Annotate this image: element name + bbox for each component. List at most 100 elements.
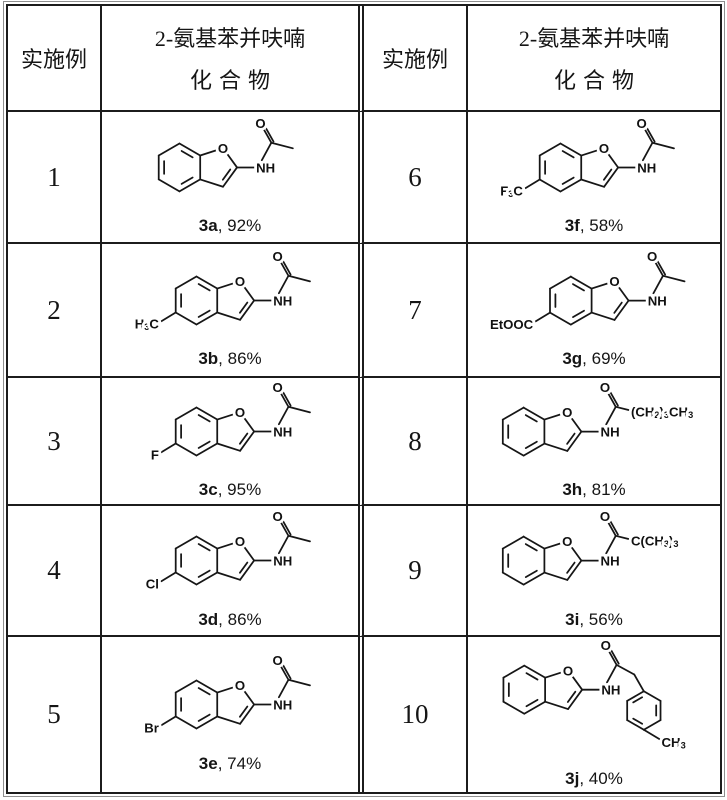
- header-example-label: 实施例: [20, 47, 87, 72]
- compound-label: 3f, 58%: [565, 216, 624, 236]
- compound-id: 3d: [198, 609, 219, 629]
- example-number: 6: [408, 161, 422, 192]
- compound-label: 3d, 86%: [198, 610, 261, 630]
- compound-label: 3j, 40%: [565, 769, 623, 789]
- svg-text:H3C: H3C: [135, 316, 160, 332]
- svg-text:O: O: [601, 640, 611, 652]
- compound-id: 3c: [198, 480, 218, 500]
- example-number: 3: [47, 425, 61, 456]
- header-compound-line2: 化合物: [189, 67, 277, 93]
- example-number-cell: 2: [8, 244, 102, 378]
- svg-text:EtOOC: EtOOC: [490, 316, 534, 331]
- compound-id: 3a: [198, 216, 218, 236]
- svg-text:F3C: F3C: [500, 183, 523, 199]
- svg-text:O: O: [637, 118, 647, 130]
- svg-text:(CH2)3CH3: (CH2)3CH3: [631, 404, 693, 420]
- header-example-label: 实施例: [381, 47, 448, 72]
- compound-cell: CH3 O NH O 3j, 40%: [468, 637, 720, 792]
- svg-text:O: O: [217, 140, 227, 155]
- header-compound-right: 2-氨基苯并呋喃 化合物: [468, 6, 720, 112]
- svg-text:NH: NH: [601, 682, 620, 697]
- svg-text:O: O: [647, 251, 657, 263]
- example-number: 2: [47, 294, 61, 325]
- example-number: 5: [47, 699, 61, 729]
- example-number-cell: 3: [8, 378, 102, 506]
- svg-text:O: O: [599, 140, 609, 155]
- svg-text:NH: NH: [273, 424, 292, 439]
- compound-label: 3c, 95%: [199, 480, 261, 500]
- example-number: 7: [408, 294, 422, 325]
- example-number-cell: 4: [8, 506, 102, 637]
- svg-text:Cl: Cl: [146, 576, 159, 591]
- compound-yield: , 86%: [218, 609, 262, 629]
- svg-text:O: O: [563, 663, 573, 678]
- svg-text:O: O: [235, 534, 245, 549]
- header-example-right: 实施例: [358, 6, 468, 112]
- compound-yield: , 69%: [582, 349, 626, 369]
- compound-id: 3i: [565, 609, 580, 629]
- example-number: 8: [408, 425, 422, 456]
- svg-text:NH: NH: [601, 424, 620, 439]
- example-number-cell: 10: [358, 637, 468, 792]
- svg-text:NH: NH: [256, 160, 275, 175]
- chemical-structure-3h: (CH2)3CH3 O NH O: [501, 382, 696, 457]
- compound-yield: , 81%: [582, 480, 626, 500]
- compound-label: 3i, 56%: [565, 610, 623, 630]
- compound-yield: , 58%: [579, 216, 624, 236]
- svg-text:NH: NH: [273, 553, 292, 568]
- svg-text:Br: Br: [144, 720, 159, 735]
- compound-id: 3e: [198, 753, 218, 773]
- chemical-structure-3j: CH3 O NH O: [502, 640, 689, 753]
- svg-text:O: O: [273, 251, 283, 263]
- example-number-cell: 9: [358, 506, 468, 637]
- chemical-structure-3f: F3C O NH O: [497, 118, 675, 202]
- compound-id: 3b: [198, 349, 219, 369]
- svg-text:O: O: [600, 382, 610, 394]
- svg-text:O: O: [273, 382, 283, 394]
- header-compound-left: 2-氨基苯并呋喃 化合物: [102, 6, 358, 112]
- example-number: 4: [47, 555, 61, 585]
- svg-text:O: O: [562, 534, 572, 549]
- compound-id: 3h: [562, 480, 583, 500]
- compound-label: 3h, 81%: [562, 480, 625, 500]
- example-number: 10: [401, 699, 429, 729]
- example-number-cell: 5: [8, 637, 102, 792]
- compound-yield: , 86%: [218, 349, 262, 369]
- compound-label: 3g, 69%: [562, 349, 625, 369]
- compound-yield: , 40%: [579, 769, 623, 789]
- compound-cell: (CH2)3CH3 O NH O 3h, 81%: [468, 378, 720, 506]
- svg-text:CH3: CH3: [661, 734, 685, 750]
- example-number: 9: [408, 555, 422, 585]
- svg-text:NH: NH: [637, 160, 656, 175]
- compound-id: 3f: [564, 216, 580, 236]
- compound-yield: , 74%: [217, 753, 262, 773]
- compound-id: 3g: [562, 349, 583, 369]
- example-number-cell: 8: [358, 378, 468, 506]
- svg-text:O: O: [609, 273, 619, 288]
- header-example-left: 实施例: [8, 6, 102, 112]
- svg-text:NH: NH: [273, 293, 292, 308]
- svg-text:O: O: [562, 404, 572, 419]
- example-number: 1: [47, 161, 61, 192]
- compound-yield: , 56%: [579, 609, 623, 629]
- svg-text:NH: NH: [601, 553, 620, 568]
- svg-text:O: O: [600, 511, 610, 523]
- example-number-cell: 6: [358, 112, 468, 244]
- svg-text:F: F: [151, 447, 159, 462]
- svg-text:NH: NH: [273, 697, 292, 712]
- compound-label: 3a, 92%: [199, 216, 261, 236]
- svg-text:C(CH3)3: C(CH3)3: [631, 533, 679, 549]
- example-number-cell: 7: [358, 244, 468, 378]
